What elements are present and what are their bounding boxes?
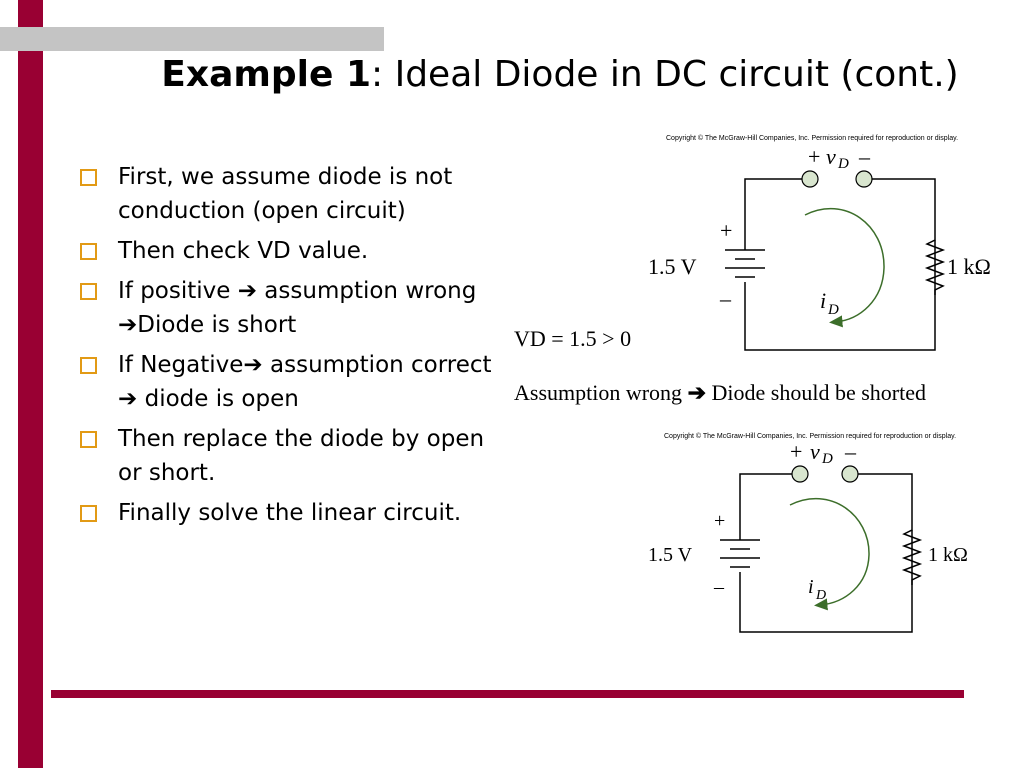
wire-top-right: [858, 473, 913, 525]
bullet-text-post: assumption wrong: [257, 278, 477, 304]
resistor-label: 1 kΩ: [947, 254, 991, 279]
bullet-item: If Negative➔ assumption correct ➔ diode …: [80, 348, 500, 416]
vd-plus-label: +: [808, 144, 820, 169]
assumption-post: Diode should be shorted: [706, 380, 926, 405]
bullet-text: Then check VD value.: [118, 238, 369, 264]
resistor-label: 1 kΩ: [928, 544, 968, 566]
current-arrow-icon: [789, 498, 870, 611]
bullet-text-post: assumption correct: [262, 352, 492, 378]
bullet-item: First, we assume diode is not conduction…: [80, 160, 500, 228]
battery-icon: [720, 539, 760, 568]
bullet-item: If positive ➔ assumption wrong ➔Diode is…: [80, 274, 500, 342]
bullet-item: Then replace the diode by open or short.: [80, 422, 500, 490]
source-minus: –: [719, 286, 732, 311]
circuit-diagram-open: + v D – + – 1.5 V 1 kΩ i D: [648, 144, 991, 351]
current-label: i: [808, 576, 814, 598]
vd-label: v: [810, 439, 820, 464]
current-label: i: [820, 288, 826, 313]
vd-label: v: [826, 144, 836, 169]
bullet-text: Then replace the diode by open or short.: [118, 426, 485, 486]
wire-top-left: [744, 178, 802, 250]
bullet-box-icon: [80, 505, 97, 522]
vd-plus-label: +: [790, 439, 802, 464]
resistor-icon: [924, 235, 946, 295]
current-subscript: D: [827, 302, 839, 318]
vd-minus-label: –: [844, 439, 857, 464]
arrow-right-icon: ➔: [243, 352, 263, 378]
vd-subscript: D: [837, 156, 849, 172]
bullet-text-pre: If positive: [118, 278, 238, 304]
bullet-box-icon: [80, 357, 97, 374]
top-gray-bar: [0, 27, 384, 51]
source-plus: +: [714, 510, 725, 532]
bullet-box-icon: [80, 431, 97, 448]
arrow-right-icon: ➔: [118, 312, 138, 338]
battery-icon: [725, 249, 765, 278]
terminal-left: [801, 170, 819, 188]
wire-bottom: [744, 240, 936, 351]
bottom-accent-line: [51, 690, 964, 698]
bullet-text: Finally solve the linear circuit.: [118, 500, 462, 526]
wire-bottom: [739, 530, 913, 633]
arrow-right-icon: ➔: [118, 386, 138, 412]
terminal-right: [855, 170, 873, 188]
figure1-copyright: Copyright © The McGraw-Hill Companies, I…: [666, 135, 959, 142]
assumption-pre: Assumption wrong: [514, 380, 688, 405]
resistor-icon: [901, 525, 923, 585]
current-arrow-icon: [804, 208, 885, 328]
bullet-box-icon: [80, 243, 97, 260]
bullet-text: First, we assume diode is not conduction…: [118, 164, 453, 224]
source-label: 1.5 V: [648, 254, 697, 279]
title-bold: Example 1: [161, 54, 371, 95]
bullet-text-post2: diode is open: [137, 386, 299, 412]
left-accent-bar: [18, 0, 43, 768]
arrow-right-icon: ➔: [687, 380, 706, 405]
wire-top-right: [872, 178, 936, 235]
vd-minus-label: –: [858, 144, 871, 169]
circuit-diagram-short: + v D – + – 1.5 V 1 kΩ i D: [648, 439, 968, 633]
source-plus: +: [720, 218, 732, 243]
arrow-right-icon: ➔: [237, 278, 257, 304]
title-rest: : Ideal Diode in DC circuit (cont.): [371, 54, 959, 95]
assumption-text: Assumption wrong ➔ Diode should be short…: [514, 376, 984, 409]
vd-subscript: D: [821, 451, 833, 467]
figure2-copyright: Copyright © The McGraw-Hill Companies, I…: [664, 433, 957, 440]
bullet-item: Then check VD value.: [80, 234, 500, 268]
source-label: 1.5 V: [648, 544, 693, 566]
bullet-box-icon: [80, 283, 97, 300]
source-minus: –: [713, 576, 725, 598]
bullet-text-pre: If Negative: [118, 352, 244, 378]
bullet-box-icon: [80, 169, 97, 186]
slide-title: Example 1: Ideal Diode in DC circuit (co…: [150, 52, 970, 98]
wire-top-left: [739, 473, 792, 540]
current-subscript: D: [815, 588, 826, 603]
bullet-item: Finally solve the linear circuit.: [80, 496, 500, 530]
bullet-list: First, we assume diode is not conduction…: [80, 160, 500, 536]
terminal-right: [841, 465, 859, 483]
bullet-text-post2: Diode is short: [137, 312, 297, 338]
terminal-left: [791, 465, 809, 483]
vd-value-text: VD = 1.5 > 0: [514, 326, 632, 351]
